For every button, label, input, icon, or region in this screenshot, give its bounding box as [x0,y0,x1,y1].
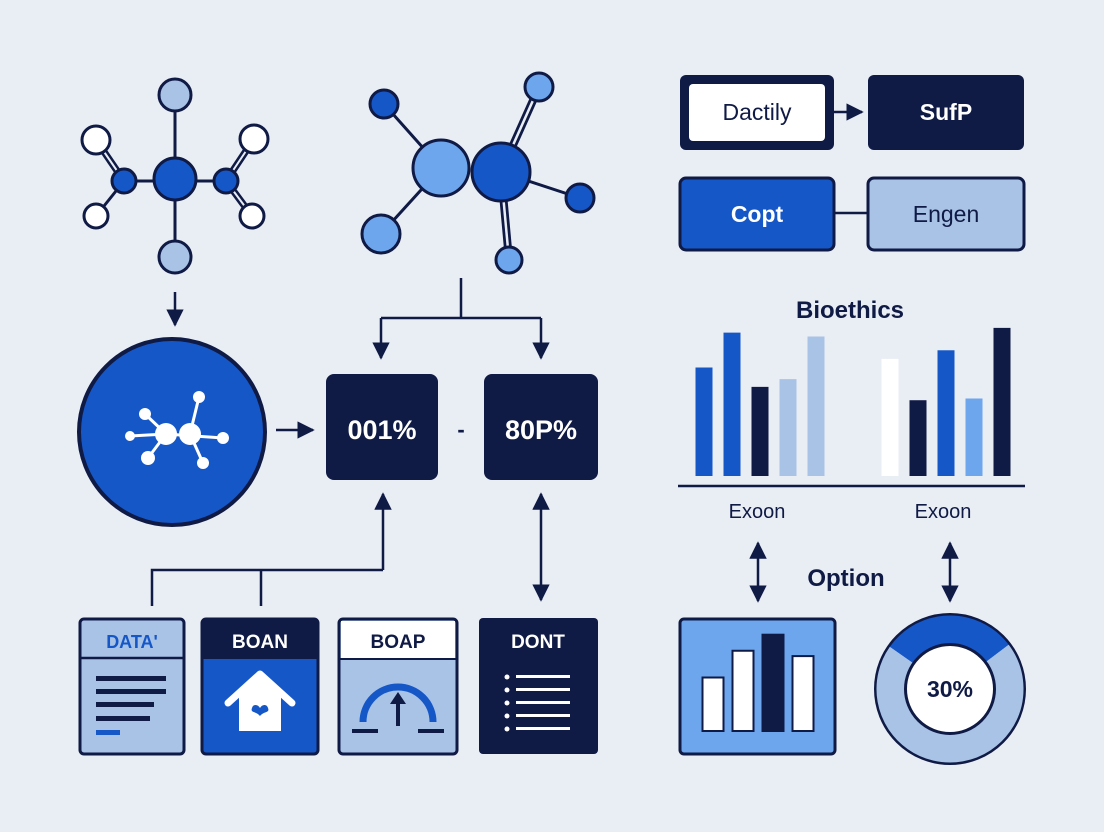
donut-center [904,643,996,735]
chart-small-bar-1 [701,676,725,732]
bar-chart-panel [678,617,837,756]
chart-small-bar-3 [761,633,785,733]
card-data-label: DATA' [106,632,158,652]
chart-left-bar-1 [695,367,713,476]
chart-left-bar-3 [751,386,769,476]
card-dont-label: DONT [511,632,565,653]
metric-left-value: 001% [347,415,416,445]
metric-box-left: 001% [326,374,438,480]
chart-left-bar-4 [779,379,797,476]
metric-right-value: 80P% [505,415,577,445]
option-label: Option [807,565,884,592]
bar-chart-small [701,633,815,733]
donut-slice-2 [876,615,1024,763]
card-data[interactable]: DATA' [78,617,186,756]
donut-outer-ring [874,613,1026,765]
chart-right-bar-5 [993,327,1011,476]
flow-box-dactily[interactable]: Dactily [680,75,834,150]
molecule-center-icon [360,71,596,275]
flow-box-dactily-label: Dactily [722,99,792,125]
metric-box-right: 80P% [484,374,598,480]
chart-right-bar-3 [937,350,955,476]
flow-box-sufp[interactable]: SufP [868,75,1024,150]
connector-cards-to-metric [150,492,392,606]
card-dont[interactable]: DONT [479,618,598,754]
chart-small-bar-4 [791,655,815,732]
bullet-list-icon [504,674,570,732]
chart-left-xlabel: Exoon [729,501,786,523]
gauge-arrow-icon [352,683,444,733]
chart-right-bar-2 [909,400,927,476]
flow-box-copt[interactable]: Copt [678,176,836,252]
connector-split [372,278,550,360]
flow-box-sufp-label: SufP [920,99,972,125]
molecule-circle-badge [77,337,267,527]
card-boan[interactable]: BOAN [200,617,320,756]
flow-box-engen[interactable]: Engen [866,176,1026,252]
card-boap[interactable]: BOAP [337,617,459,756]
bar-chart-right [881,327,1011,476]
document-lines-icon [96,676,166,735]
chart-right-bar-4 [965,398,983,476]
bar-chart-left [695,332,825,476]
card-boan-label: BOAN [232,632,288,653]
molecule-white-icon [125,391,229,469]
donut-center-label: 30% [927,676,973,702]
charts-panel-title: Bioethics [796,297,904,324]
molecule-left-icon [80,77,270,275]
chart-left-bar-5 [807,336,825,476]
house-heart-icon [224,670,296,731]
chart-right-bar-1 [881,358,899,476]
card-boap-label: BOAP [371,632,426,653]
chart-left-bar-2 [723,332,741,476]
chart-right-xlabel: Exoon [915,501,972,523]
chart-small-bar-2 [731,649,755,732]
metric-separator: - [457,417,464,442]
donut-chart [874,613,1026,765]
flow-box-copt-label: Copt [731,201,784,227]
flow-box-engen-label: Engen [913,201,980,227]
